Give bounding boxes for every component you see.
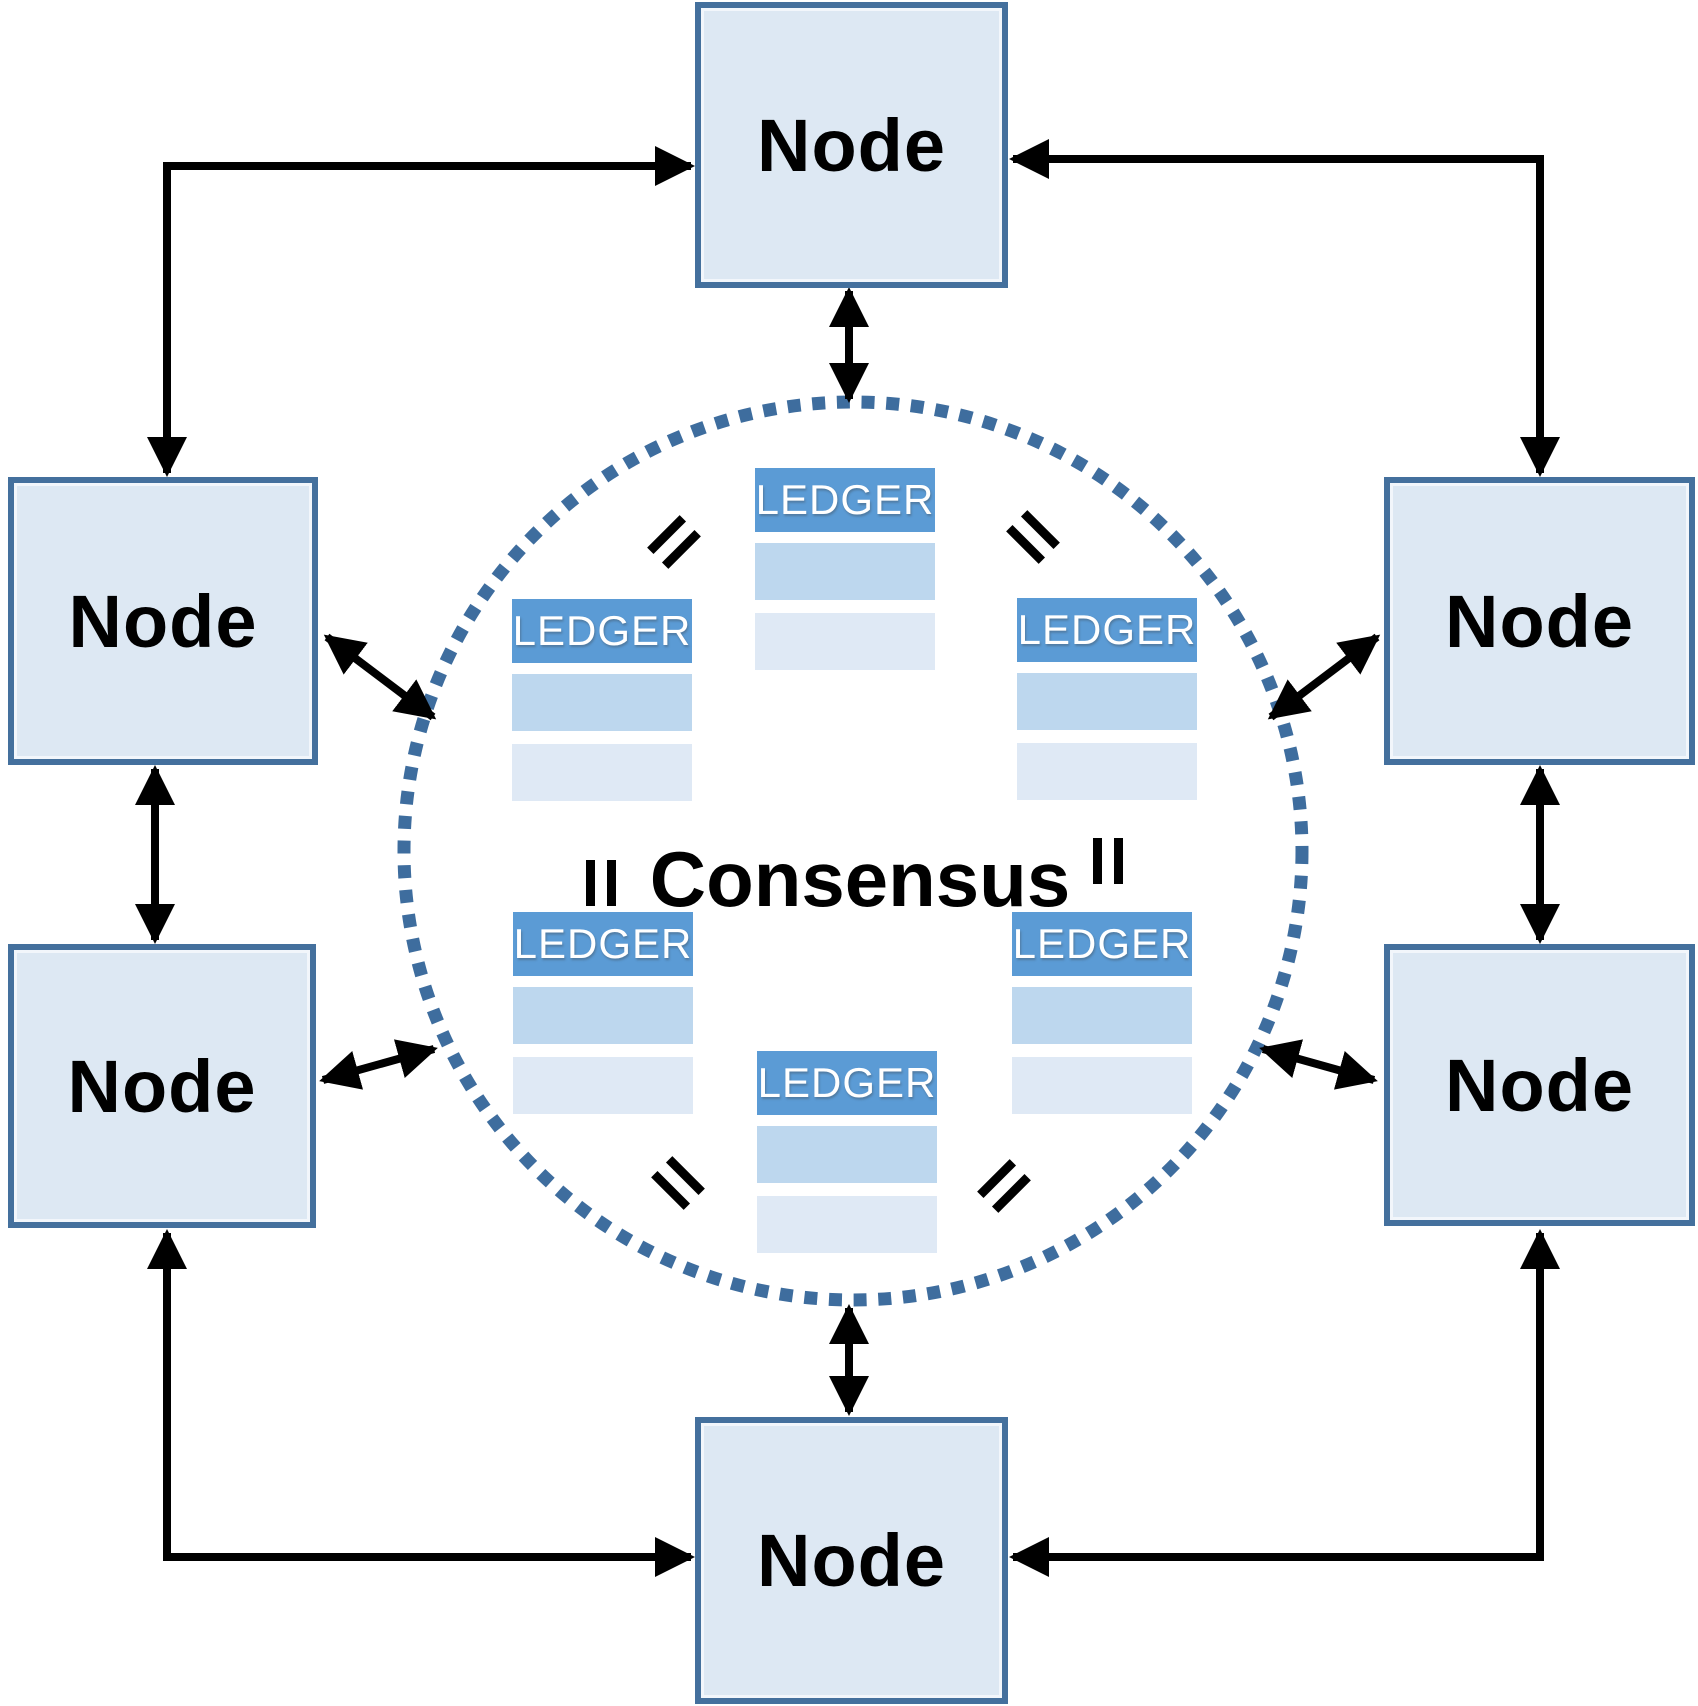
ledger-header: LEDGER [757, 1051, 937, 1115]
ledger-header: LEDGER [1012, 912, 1192, 976]
arrow-bottom-left-elbow [147, 1229, 695, 1577]
node-label: Node [1445, 1043, 1634, 1127]
ledger-table-top: LEDGER [755, 468, 935, 670]
ledger-row [1012, 1057, 1192, 1114]
node-label: Node [68, 579, 258, 663]
ledger-table-upper-left: LEDGER [512, 599, 692, 801]
arrow-lower-left-node-to-circle [319, 1039, 438, 1090]
ledger-row [513, 987, 693, 1044]
ledger-header: LEDGER [1017, 598, 1197, 662]
arrow-upper-right-node-to-circle [1267, 633, 1381, 721]
ledger-row [755, 613, 935, 670]
ledger-row [512, 744, 692, 801]
node-label: Node [757, 103, 946, 187]
ledger-header: LEDGER [755, 468, 935, 532]
equals-icon [586, 860, 616, 906]
ledger-header: LEDGER [512, 599, 692, 663]
ledger-row [755, 543, 935, 600]
ledger-table-upper-right: LEDGER [1017, 598, 1197, 800]
arrow-upper-left-node-to-circle [323, 633, 437, 721]
ledger-table-lower-left: LEDGER [513, 912, 693, 1114]
node-box-left-lower: Node [8, 944, 316, 1228]
node-box-bottom: Node [695, 1417, 1008, 1704]
ledger-row [1017, 673, 1197, 730]
ledger-header: LEDGER [513, 912, 693, 976]
node-label: Node [67, 1044, 257, 1128]
node-box-right-lower: Node [1384, 944, 1695, 1226]
ledger-table-lower-right: LEDGER [1012, 912, 1192, 1114]
node-label: Node [757, 1519, 946, 1602]
ledger-table-bottom: LEDGER [757, 1051, 937, 1253]
arrow-top-left-elbow [147, 146, 695, 477]
ledger-row [757, 1126, 937, 1183]
equals-icon [1093, 838, 1123, 884]
consensus-dotted-circle-icon [397, 395, 1309, 1307]
ledger-row [512, 674, 692, 731]
ledger-row [757, 1196, 937, 1253]
node-label: Node [1445, 579, 1634, 663]
arrow-lower-right-node-to-circle [1259, 1039, 1378, 1090]
ledger-row [1012, 987, 1192, 1044]
ledger-row [513, 1057, 693, 1114]
arrow-bottom-right-elbow [1009, 1229, 1560, 1577]
arrow-top-right-elbow [1009, 139, 1560, 477]
node-box-top: Node [695, 2, 1008, 288]
node-box-right-upper: Node [1384, 477, 1695, 765]
node-box-left-upper: Node [8, 477, 318, 765]
ledger-row [1017, 743, 1197, 800]
consensus-title: Consensus [649, 834, 1071, 923]
